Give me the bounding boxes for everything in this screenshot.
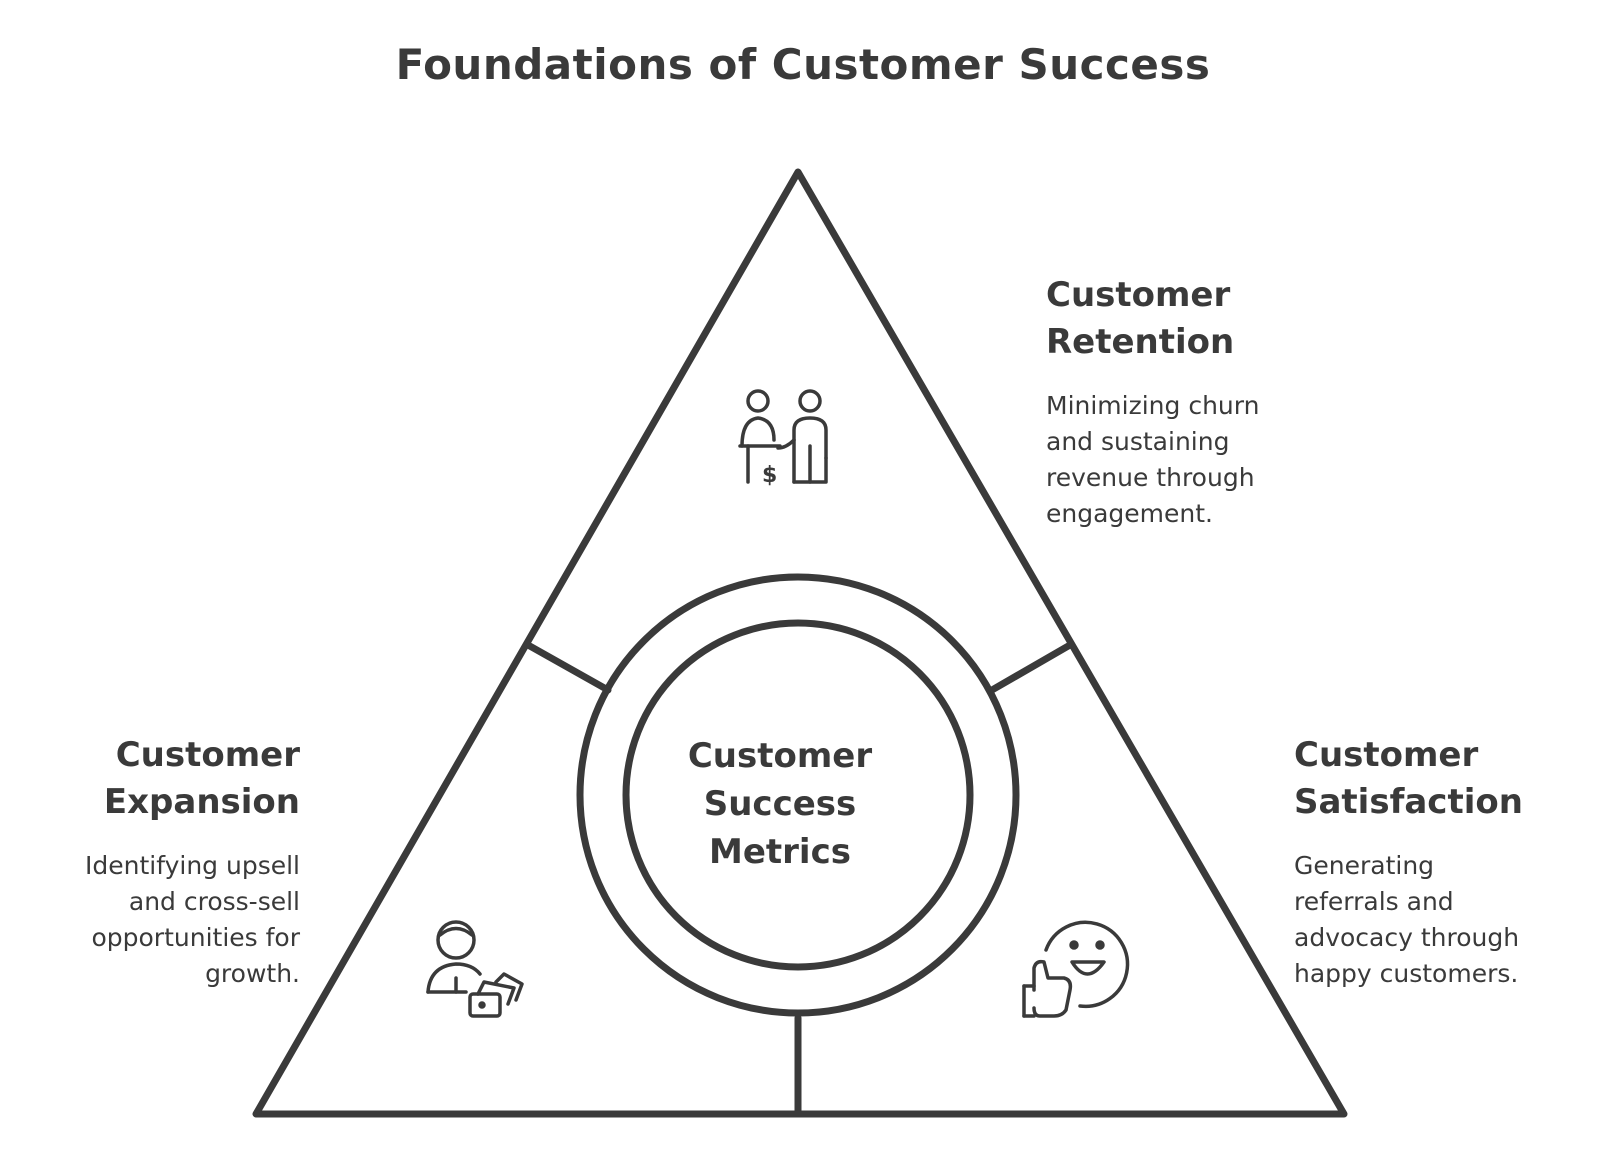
expansion-description: Identifying upsell and cross-sell opport… bbox=[85, 851, 300, 988]
satisfaction-block: Customer Satisfaction Generating referra… bbox=[1294, 732, 1523, 992]
divider-right bbox=[988, 641, 1074, 694]
expansion-heading: Customer Expansion bbox=[103, 735, 300, 822]
satisfaction-description: Generating referrals and advocacy throug… bbox=[1294, 851, 1520, 988]
inner-ring bbox=[622, 619, 974, 971]
retention-heading: Customer Retention bbox=[1046, 275, 1235, 362]
smiley-thumbs-up-icon bbox=[1022, 920, 1130, 1018]
center-label: Customer Success Metrics bbox=[687, 736, 873, 872]
outer-ring bbox=[576, 573, 1020, 1017]
satisfaction-heading: Customer Satisfaction bbox=[1294, 735, 1523, 822]
diagram-title: Foundations of Customer Success bbox=[395, 40, 1211, 89]
divider-left bbox=[524, 641, 612, 694]
customer-payment-icon: $ bbox=[738, 389, 828, 488]
retention-description: Minimizing churn and sustaining revenue … bbox=[1046, 391, 1260, 528]
expansion-block: Customer Expansion Identifying upsell an… bbox=[85, 732, 300, 992]
retention-block: Customer Retention Minimizing churn and … bbox=[1046, 272, 1259, 532]
svg-text:$: $ bbox=[762, 463, 777, 488]
user-cards-icon bbox=[426, 920, 524, 1018]
